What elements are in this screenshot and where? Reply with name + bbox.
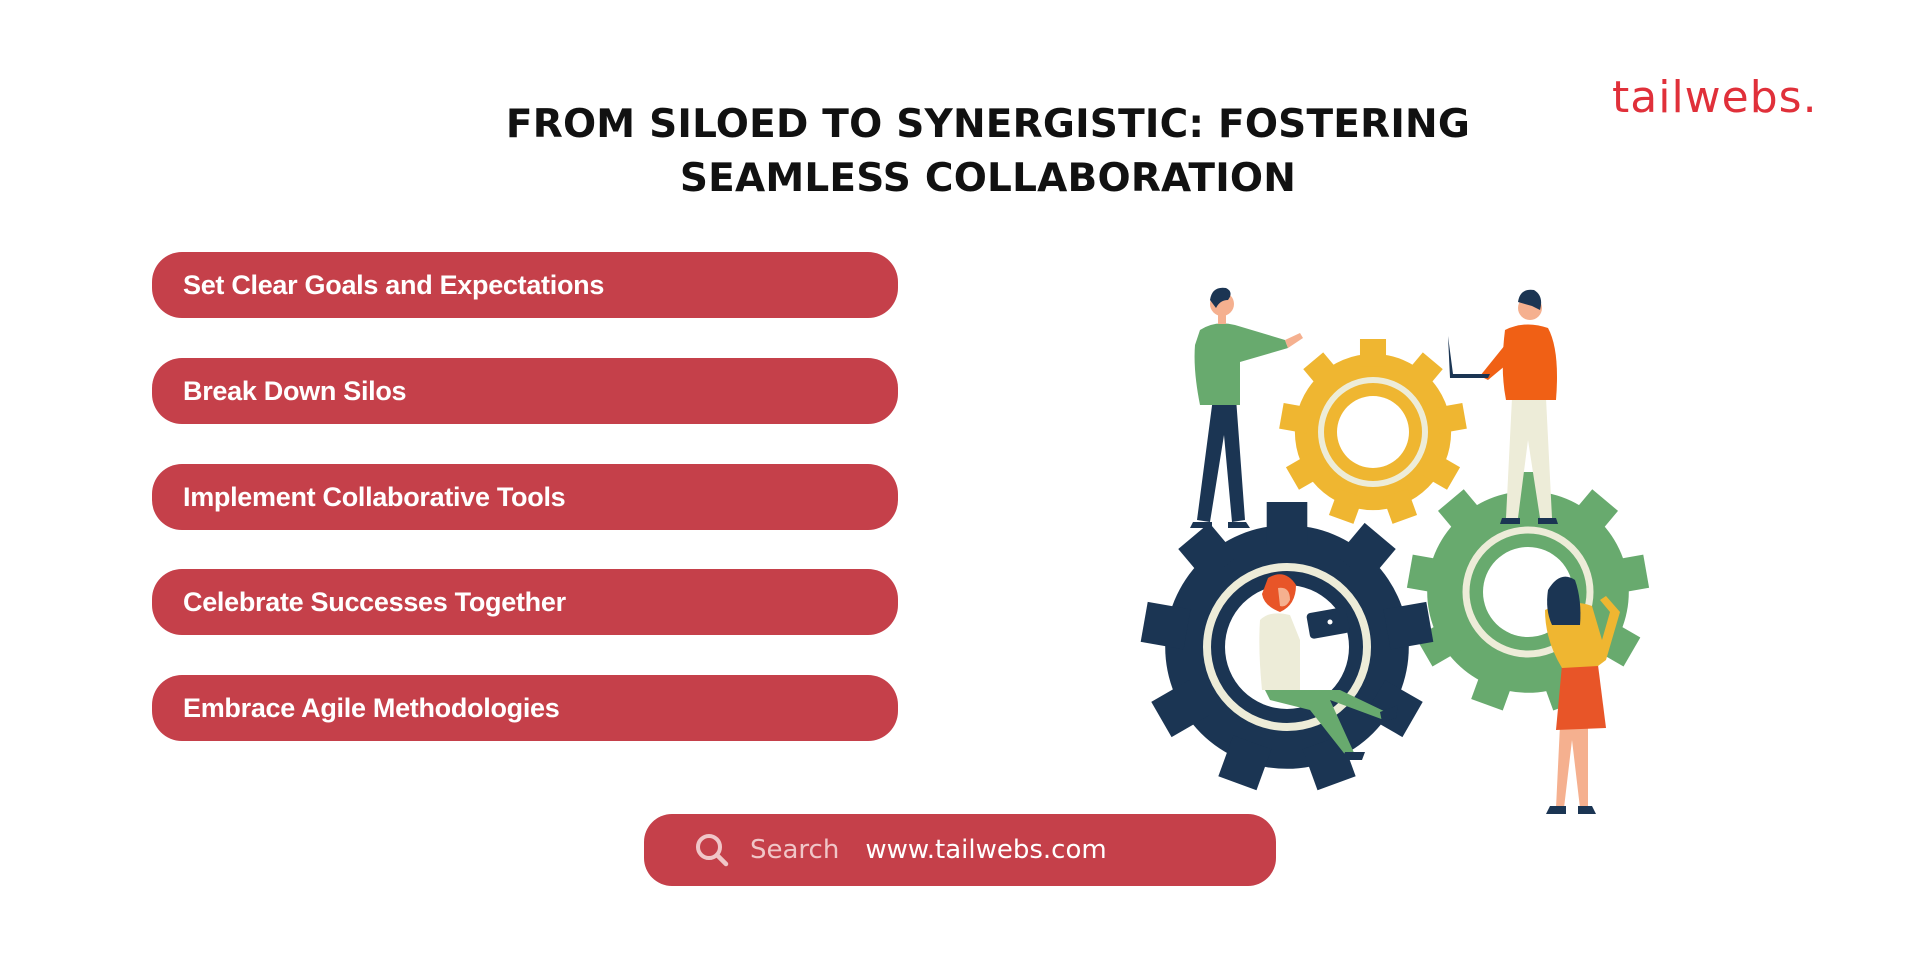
search-bar[interactable]: Search www.tailwebs.com <box>644 814 1276 886</box>
search-placeholder: Search <box>750 835 840 865</box>
item-break-down-silos[interactable]: Break Down Silos <box>152 358 898 424</box>
page-title-line-2: SEAMLESS COLLABORATION <box>679 156 1297 201</box>
item-implement-collaborative-tools[interactable]: Implement Collaborative Tools <box>152 464 898 530</box>
search-icon <box>696 834 729 867</box>
person-seated-tablet-icon <box>1259 574 1398 760</box>
person-standing-skirt-icon <box>1545 576 1620 814</box>
item-celebrate-successes[interactable]: Celebrate Successes Together <box>152 569 898 635</box>
item-set-clear-goals[interactable]: Set Clear Goals and Expectations <box>152 252 898 318</box>
item-label: Implement Collaborative Tools <box>183 481 566 512</box>
person-orange-sweater-icon <box>1448 289 1558 524</box>
item-label: Set Clear Goals and Expectations <box>183 269 605 300</box>
page-title: FROM SILOED TO SYNERGISTIC: FOSTERING SE… <box>500 98 1476 206</box>
brand-logo[interactable]: tailwebs. <box>1612 72 1818 123</box>
item-label: Celebrate Successes Together <box>183 586 566 617</box>
item-label: Embrace Agile Methodologies <box>183 692 560 723</box>
collaboration-illustration <box>1140 287 1650 814</box>
person-green-sweater-icon <box>1190 287 1303 528</box>
search-url: www.tailwebs.com <box>865 835 1107 865</box>
item-label: Break Down Silos <box>183 375 407 406</box>
page-title-line-1: FROM SILOED TO SYNERGISTIC: FOSTERING <box>505 102 1471 147</box>
item-embrace-agile[interactable]: Embrace Agile Methodologies <box>152 675 898 741</box>
